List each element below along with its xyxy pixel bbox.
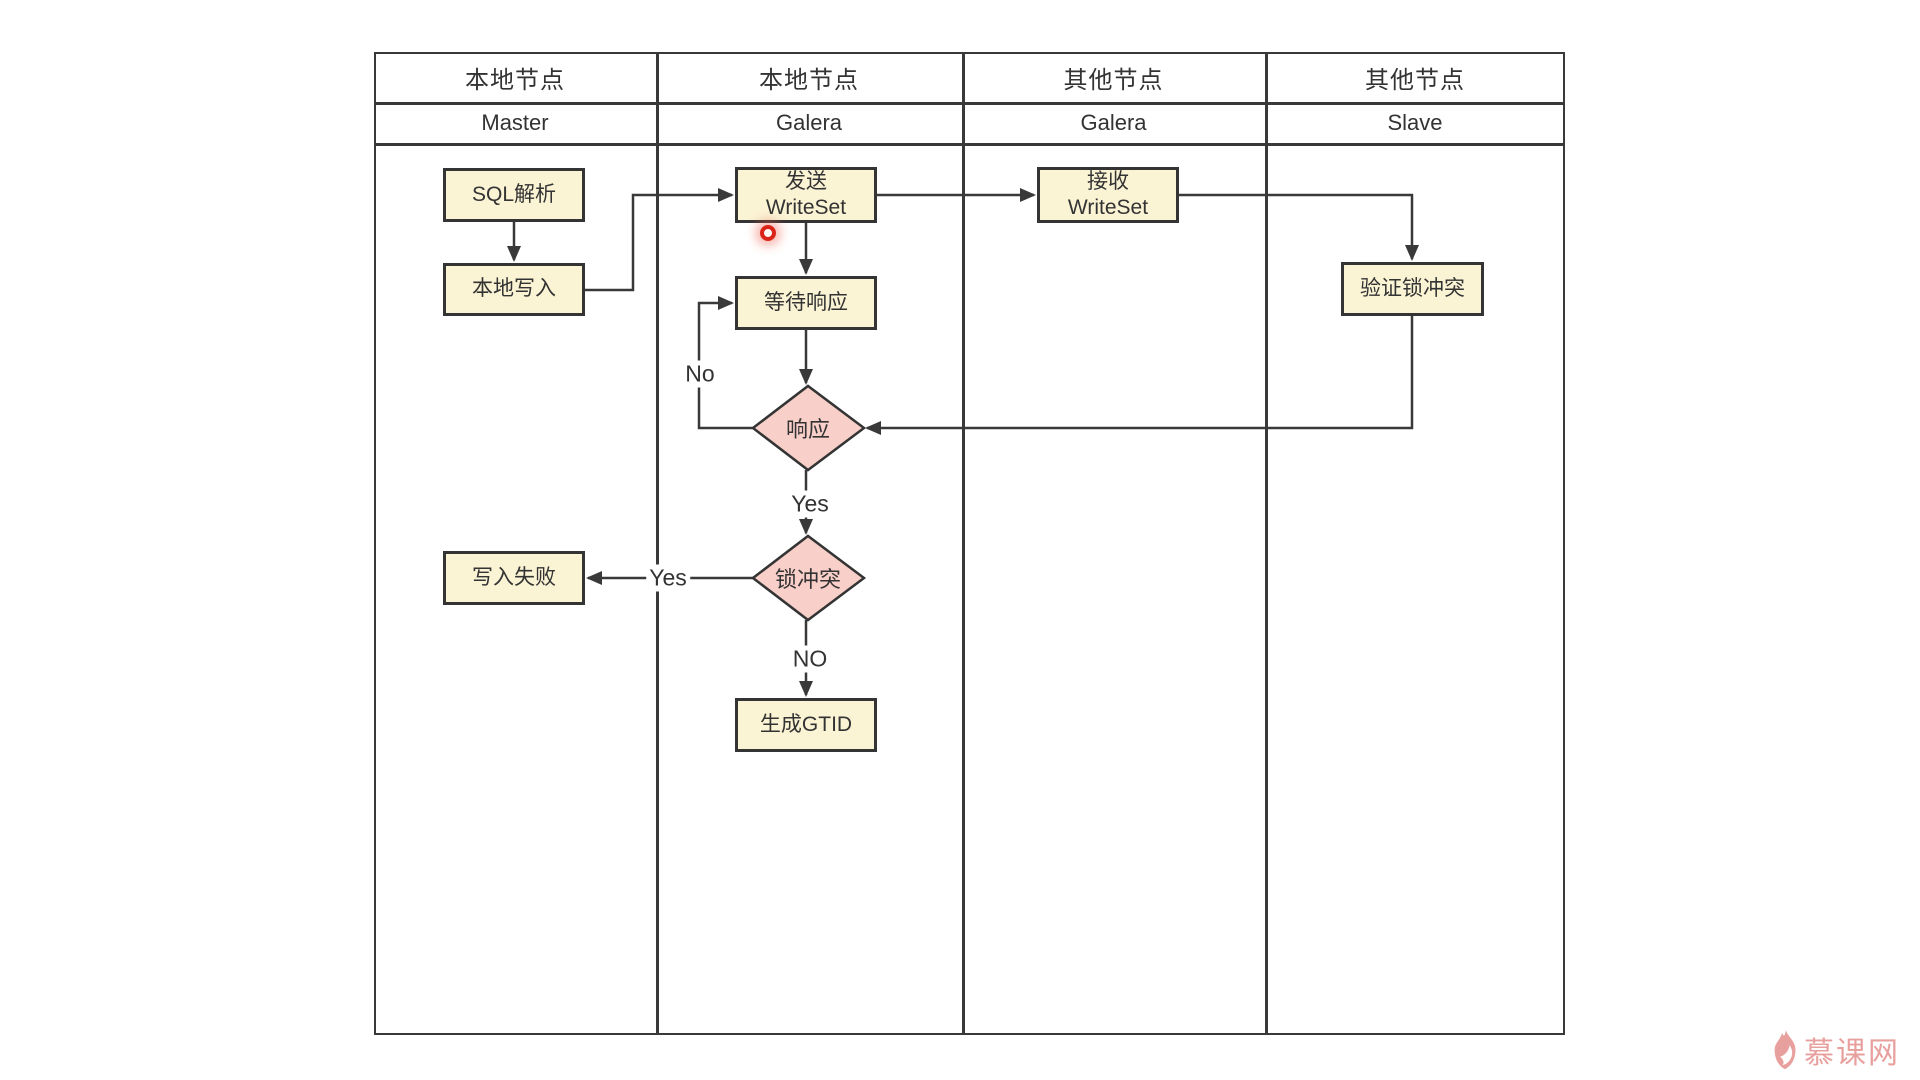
- node-sql-parse: SQL解析: [443, 168, 585, 222]
- node-local-write: 本地写入: [443, 263, 585, 316]
- laser-pointer-dot: [760, 225, 776, 241]
- lane3-title: 其他节点: [1063, 66, 1164, 94]
- lane3-subtitle: Galera: [1080, 109, 1147, 135]
- lane2-subtitle: Galera: [775, 109, 843, 135]
- node-recv-writeset: 接收 WriteSet: [1037, 167, 1179, 223]
- lane1-subtitle: Master: [481, 109, 549, 135]
- header-divider-row1: [374, 102, 1565, 105]
- brand-watermark: 慕课网: [1772, 1028, 1900, 1072]
- header-divider-row2: [374, 143, 1565, 146]
- edge-label-no-conflict: NO: [789, 645, 831, 673]
- edge-label-no: No: [682, 360, 718, 388]
- decision-response-label: 响应: [785, 417, 831, 442]
- node-write-fail: 写入失败: [443, 551, 585, 605]
- flame-icon: [1774, 1030, 1796, 1070]
- lane2-title: 本地节点: [759, 66, 859, 94]
- decision-lock-conflict-label: 锁冲突: [774, 567, 842, 592]
- lane4-subtitle: Slave: [1387, 109, 1443, 135]
- lane4-title: 其他节点: [1365, 66, 1465, 94]
- edge-label-yes-response: Yes: [788, 490, 832, 518]
- edge-label-yes-conflict: Yes: [646, 564, 690, 592]
- lane-divider-2: [962, 52, 965, 1035]
- node-send-writeset: 发送 WriteSet: [735, 167, 877, 223]
- swimlane-table: [374, 52, 1565, 1035]
- lane-divider-3: [1265, 52, 1268, 1035]
- node-wait-response: 等待响应: [735, 276, 877, 330]
- lane1-title: 本地节点: [465, 66, 565, 94]
- lane-divider-1: [656, 52, 659, 1035]
- brand-name: 慕课网: [1804, 1037, 1900, 1070]
- node-verify-lock: 验证锁冲突: [1341, 262, 1484, 316]
- node-gen-gtid: 生成GTID: [735, 698, 877, 752]
